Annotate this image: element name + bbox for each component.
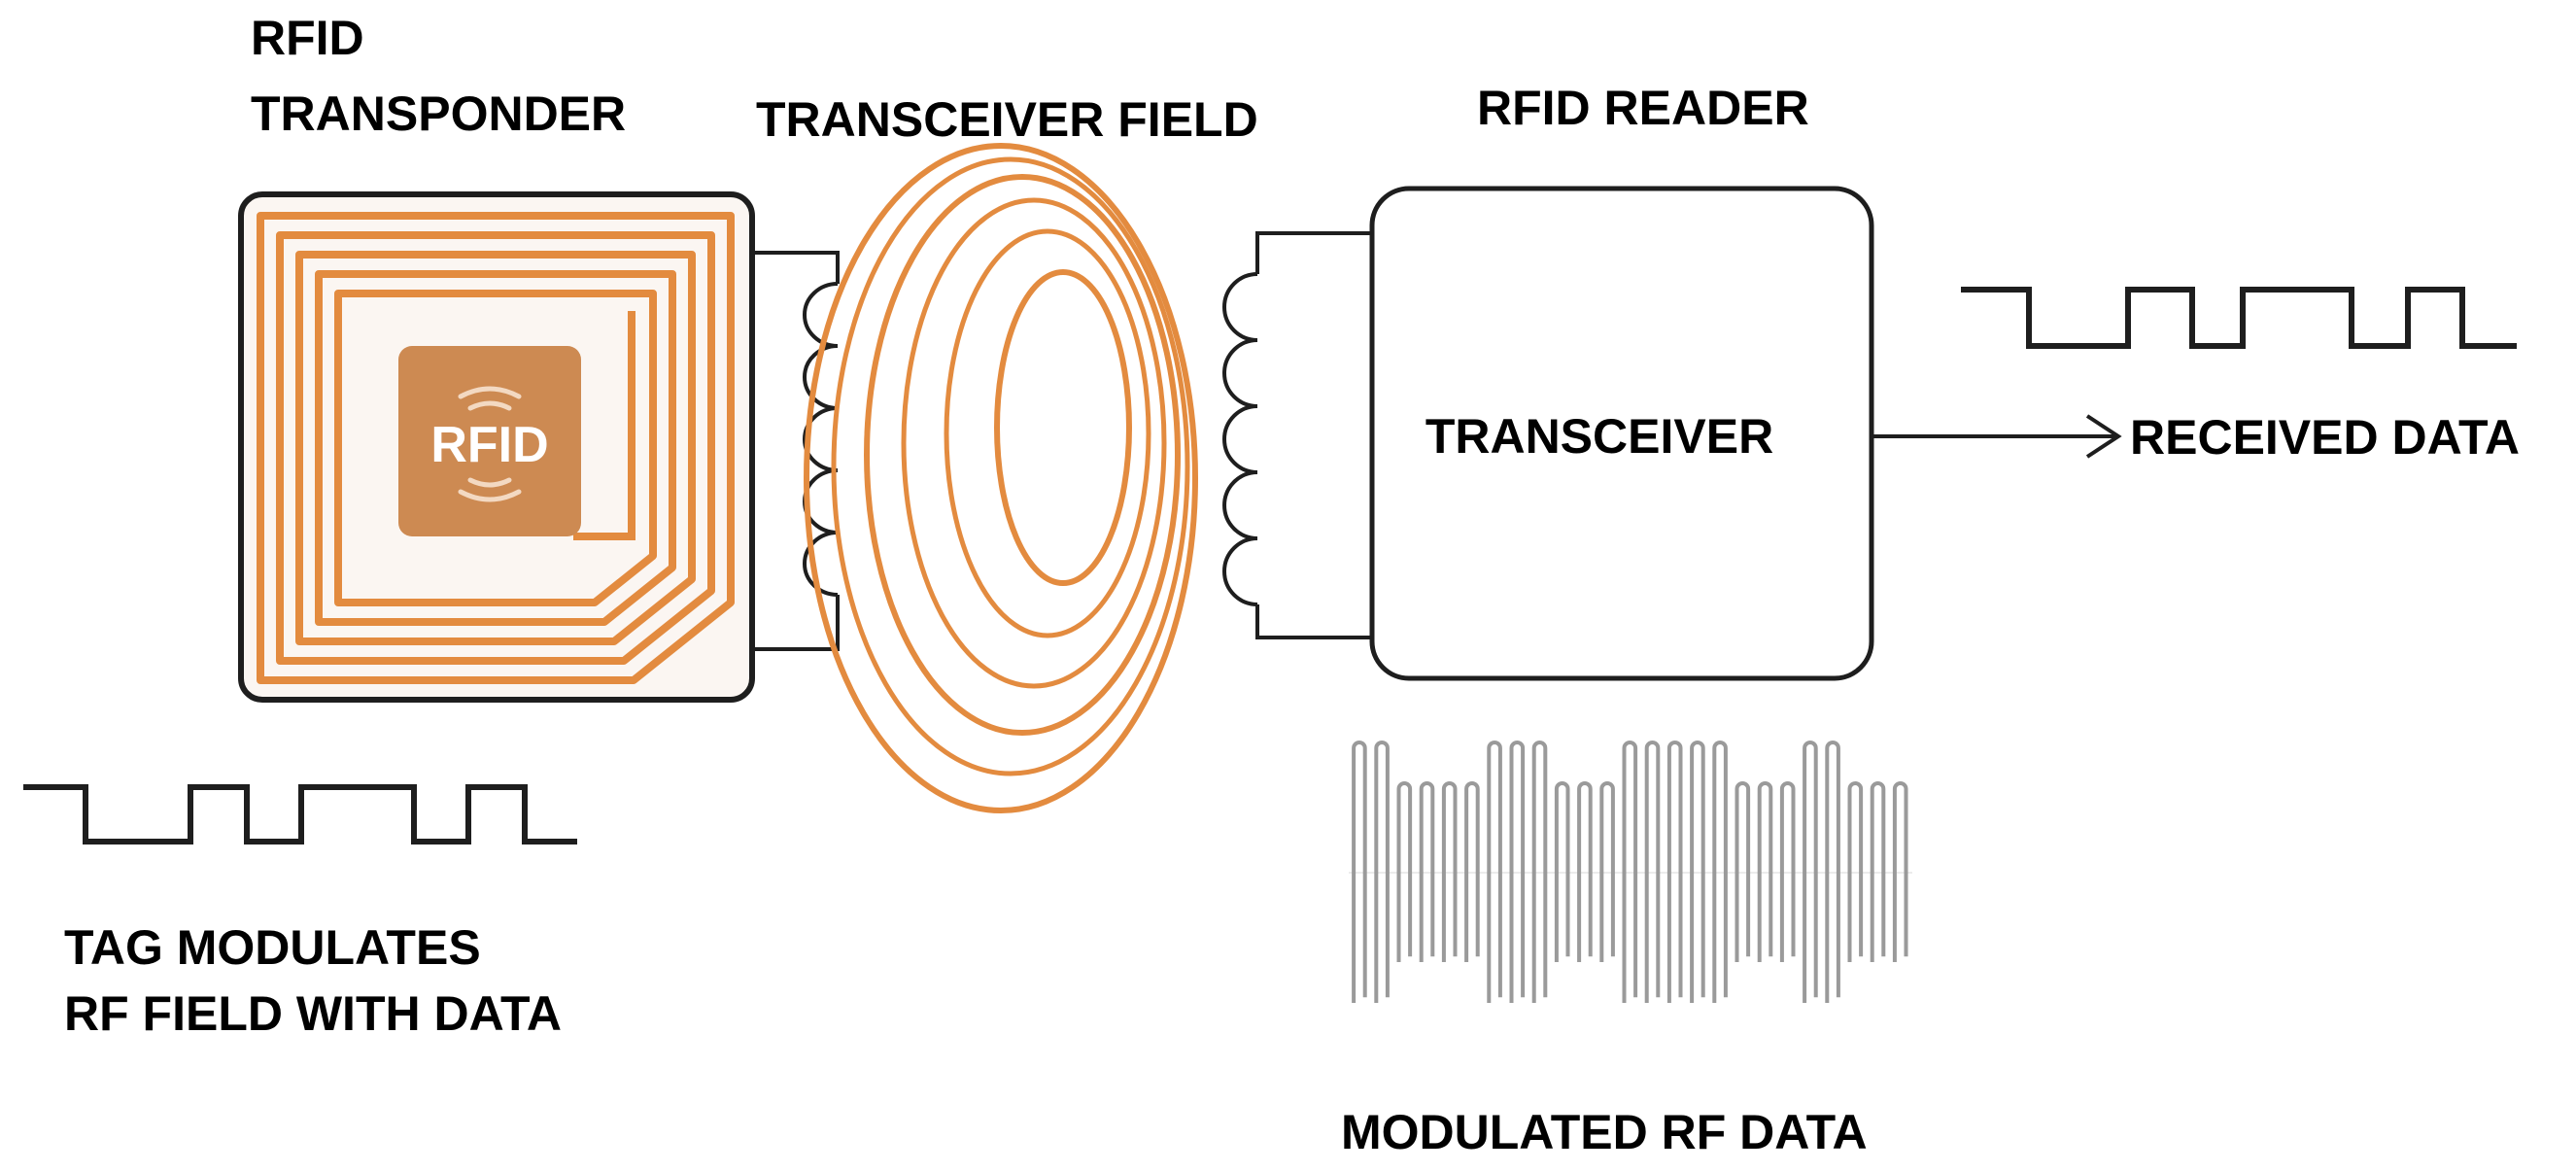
tag-modulates-line1: TAG MODULATES (64, 920, 481, 975)
transceiver-field (804, 143, 1198, 813)
arrow-right-icon (1872, 414, 2122, 459)
modulated-rf-label: MODULATED RF DATA (1341, 1105, 1868, 1159)
received-data-label: RECEIVED DATA (2130, 410, 2520, 465)
rf-cycle (1870, 781, 1886, 962)
rf-cycle (1779, 781, 1796, 962)
tag-data-waveform (23, 784, 577, 845)
wireless-waves-icon (458, 477, 522, 502)
rf-cycle (1690, 741, 1705, 1003)
rf-cycle (1374, 741, 1390, 1003)
chip-label: RFID (430, 417, 548, 473)
antenna-coil (257, 212, 735, 684)
rf-cycle (1803, 741, 1818, 1003)
rf-cycle (1847, 781, 1864, 962)
rf-cycle (1577, 781, 1593, 962)
rf-cycle (1509, 741, 1526, 1003)
transponder-coupling-coil (752, 251, 840, 651)
rf-cycle (1644, 741, 1661, 1003)
rf-cycle (1464, 781, 1480, 962)
tag-modulates-line2: RF FIELD WITH DATA (64, 986, 562, 1041)
reader-coupling-coil (1222, 231, 1372, 639)
rf-cycle (1396, 781, 1413, 962)
rf-cycle (1622, 741, 1638, 1003)
rf-cycle (1531, 741, 1548, 1003)
transceiver-box (1369, 186, 1874, 681)
transceiver-label: TRANSCEIVER (1425, 409, 1773, 464)
rf-cycle (1419, 781, 1435, 962)
rf-cycle (1599, 781, 1615, 962)
rf-cycle (1666, 741, 1683, 1003)
received-data-waveform (1961, 287, 2517, 349)
rfid-chip: RFID (398, 346, 581, 536)
modulated-rf-waveform (1349, 741, 1912, 1003)
rf-cycle (1712, 741, 1728, 1003)
rf-cycle (1825, 741, 1840, 1003)
coil-lead (573, 311, 635, 540)
rf-cycle (1441, 781, 1458, 962)
rf-cycle (1487, 741, 1502, 1003)
wireless-waves-icon (458, 386, 522, 411)
transponder-title-line2: TRANSPONDER (251, 86, 626, 141)
rf-cycle (1352, 741, 1367, 1003)
rf-cycle (1892, 781, 1908, 962)
transponder-title-line1: RFID (251, 11, 364, 65)
rf-cycle (1735, 781, 1751, 962)
rf-cycle (1757, 781, 1773, 962)
field-title: TRANSCEIVER FIELD (756, 92, 1258, 147)
transponder-card: RFID (238, 191, 755, 703)
reader-title: RFID READER (1477, 81, 1809, 135)
rf-cycle (1554, 781, 1570, 962)
